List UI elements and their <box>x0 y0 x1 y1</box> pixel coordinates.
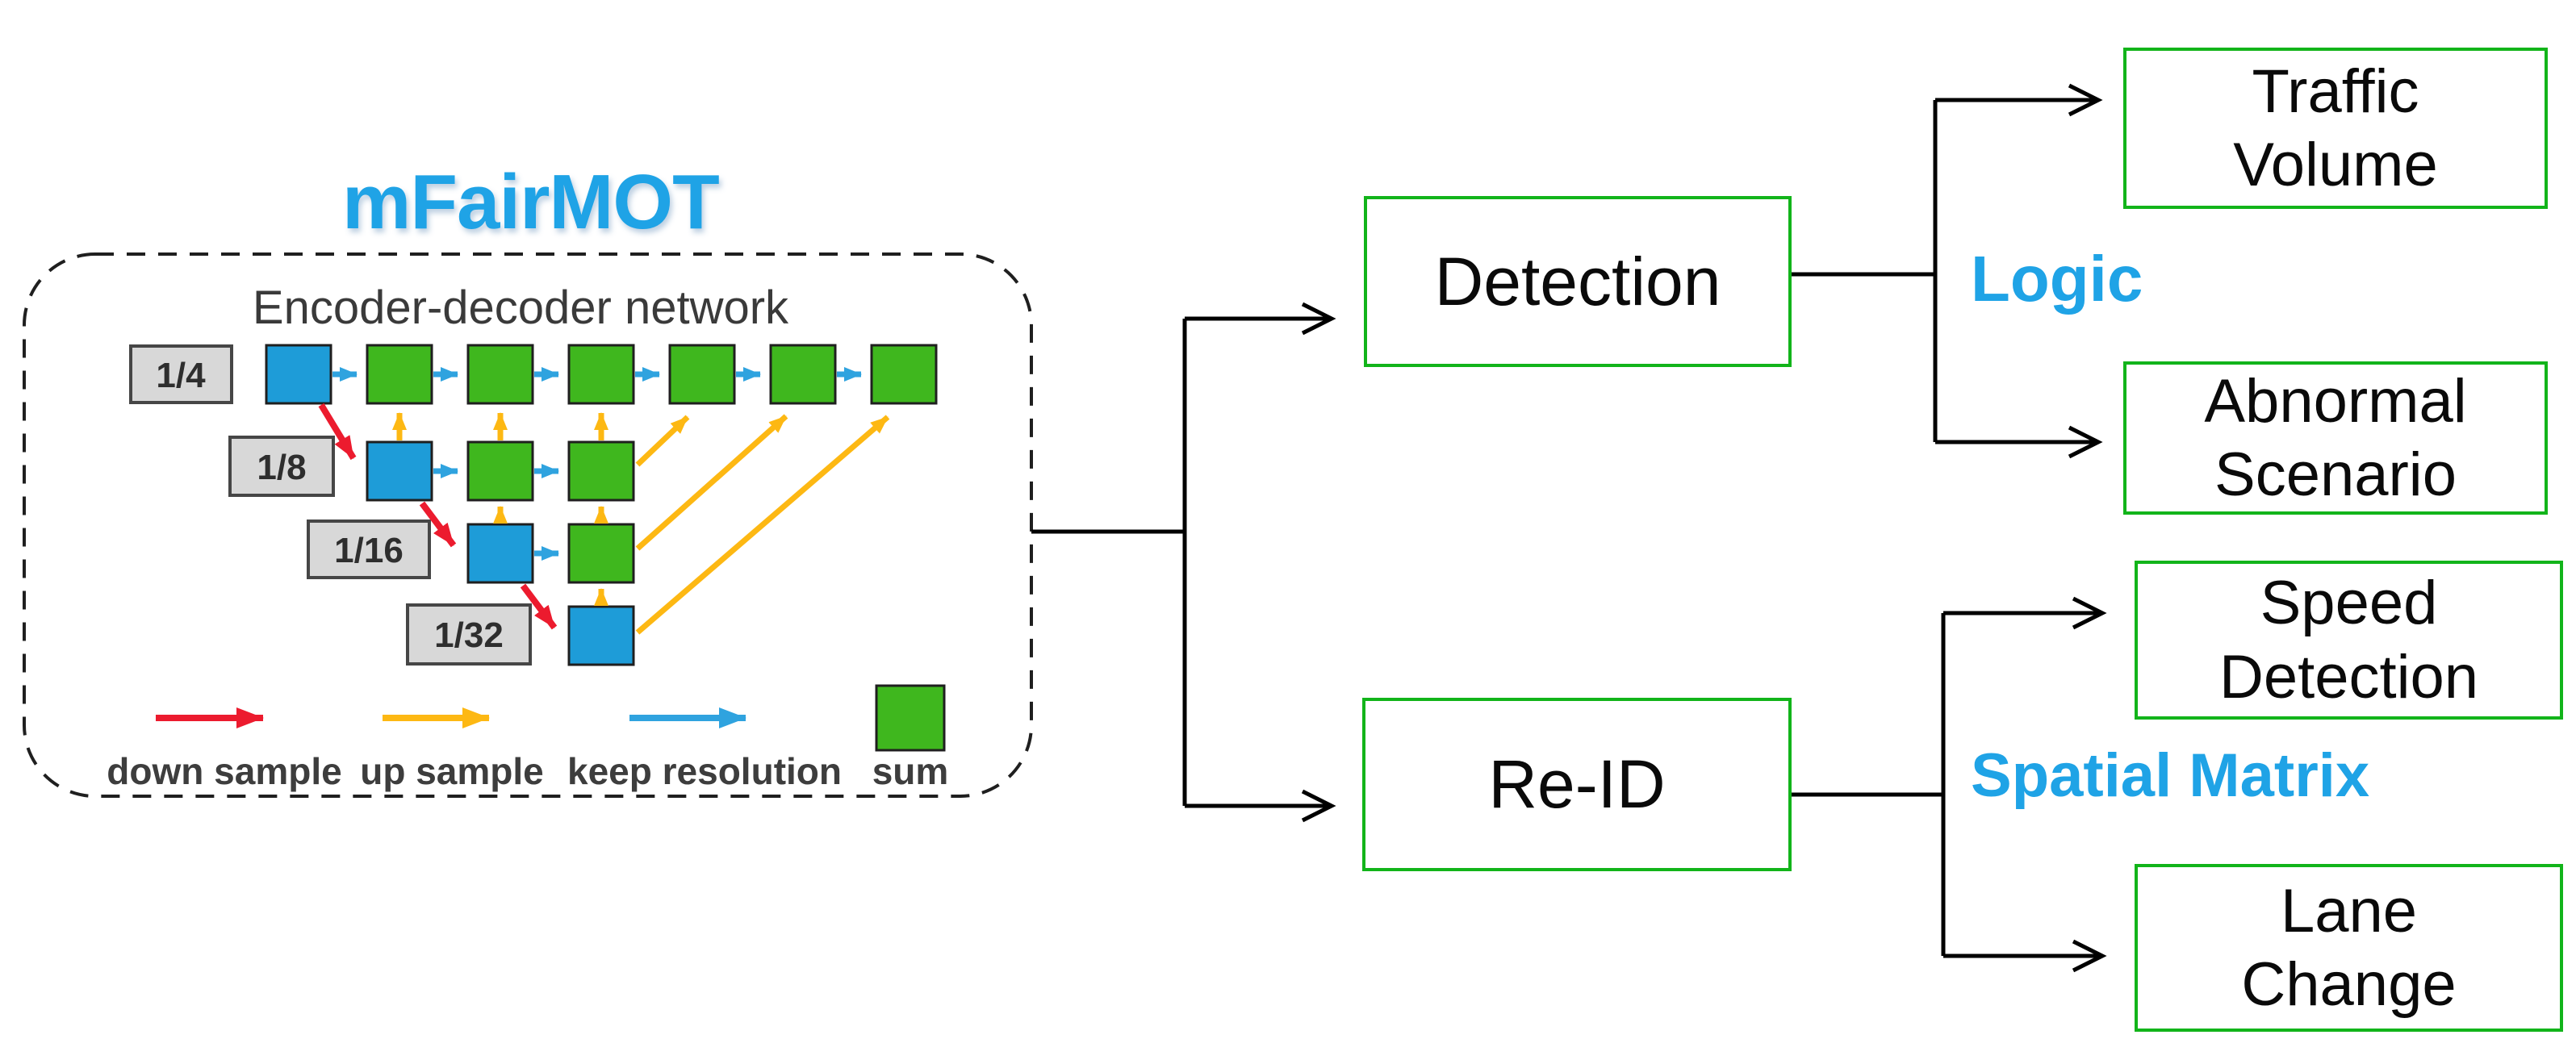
up-sample-arrows-vertical <box>392 412 608 606</box>
scale-box-1-8 <box>228 436 335 497</box>
green-node-r1c6 <box>870 344 938 405</box>
legend-sum-swatch <box>875 684 946 752</box>
blue-node-r3 <box>466 523 534 584</box>
scale-label-1-32: 1/32 <box>434 615 504 655</box>
scale-box-1-32 <box>406 603 532 666</box>
green-node-r3c3 <box>567 523 635 584</box>
page-title-text: mFairMOT <box>342 159 720 245</box>
abnormal-scenario-box: Abnormal Scenario <box>2123 361 2548 515</box>
legend-label-keep-resolution: keep resolution <box>567 750 842 792</box>
down-sample-arrow <box>520 583 558 630</box>
detection-label: Detection <box>1434 243 1721 319</box>
speed-detection-box: Speed Detection <box>2135 561 2563 720</box>
scale-label-1-4: 1/4 <box>156 356 206 395</box>
trunk-logic <box>1792 100 1938 442</box>
lane-change-label: Lane Change <box>2241 876 2457 1019</box>
green-node-r2c2 <box>466 440 534 502</box>
green-node-r1c4 <box>668 344 736 405</box>
legend-label-down-sample: down sample <box>107 750 341 792</box>
legend-labels: down sample up sample keep resolution su… <box>107 750 948 792</box>
scale-label-boxes <box>129 344 532 666</box>
scale-label-1-16: 1/16 <box>334 531 404 570</box>
green-node-r1c5 <box>769 344 837 405</box>
abnormal-scenario-label: Abnormal Scenario <box>2204 366 2467 509</box>
blue-node-r1 <box>265 344 332 405</box>
scale-box-1-16 <box>307 520 431 579</box>
green-node-r1c1 <box>366 344 433 405</box>
down-sample-arrow <box>419 501 457 548</box>
spatial-matrix-label: Spatial Matrix <box>1971 741 2369 811</box>
traffic-volume-box: Traffic Volume <box>2123 48 2548 209</box>
legend-label-up-sample: up sample <box>360 750 544 792</box>
encoder-blue-nodes <box>265 344 635 666</box>
spatial-matrix-label-text: Spatial Matrix <box>1971 741 2370 810</box>
logic-label: Logic <box>1971 242 2143 316</box>
trunk-spatial-matrix <box>1792 613 1946 956</box>
green-node-r1c3 <box>567 344 635 405</box>
encoder-panel-dashed-border <box>23 252 1033 798</box>
speed-detection-label: Speed Detection <box>2218 569 2479 711</box>
green-node-r2c3 <box>567 440 635 502</box>
up-sample-skip-arrow <box>635 414 788 551</box>
legend-label-sum: sum <box>872 750 949 792</box>
lane-change-box: Lane Change <box>2135 864 2563 1032</box>
green-node-r1c2 <box>466 344 534 405</box>
traffic-volume-label: Traffic Volume <box>2233 56 2438 199</box>
page-title: mFairMOT <box>342 158 720 247</box>
reid-label: Re-ID <box>1488 746 1666 823</box>
down-sample-arrow <box>318 403 357 461</box>
down-sample-arrows <box>318 403 558 630</box>
encoder-panel-title: Encoder-decoder network <box>252 282 789 334</box>
flow-connectors <box>1031 83 2107 973</box>
logic-label-text: Logic <box>1971 243 2143 315</box>
trunk-from-encoder <box>1031 319 1187 806</box>
up-sample-arrows-diagonal <box>635 414 890 635</box>
scale-box-1-4 <box>129 344 233 404</box>
detection-box: Detection <box>1364 196 1792 367</box>
keep-resolution-arrows <box>332 367 862 561</box>
blue-node-r2 <box>366 440 433 502</box>
blue-node-r4 <box>567 605 635 666</box>
up-sample-skip-arrow <box>635 415 690 467</box>
reid-box: Re-ID <box>1362 698 1792 871</box>
scale-label-texts: 1/4 1/8 1/16 1/32 <box>156 356 503 655</box>
decoder-green-nodes <box>366 344 946 752</box>
up-sample-skip-arrow <box>635 415 890 635</box>
scale-label-1-8: 1/8 <box>257 448 306 487</box>
